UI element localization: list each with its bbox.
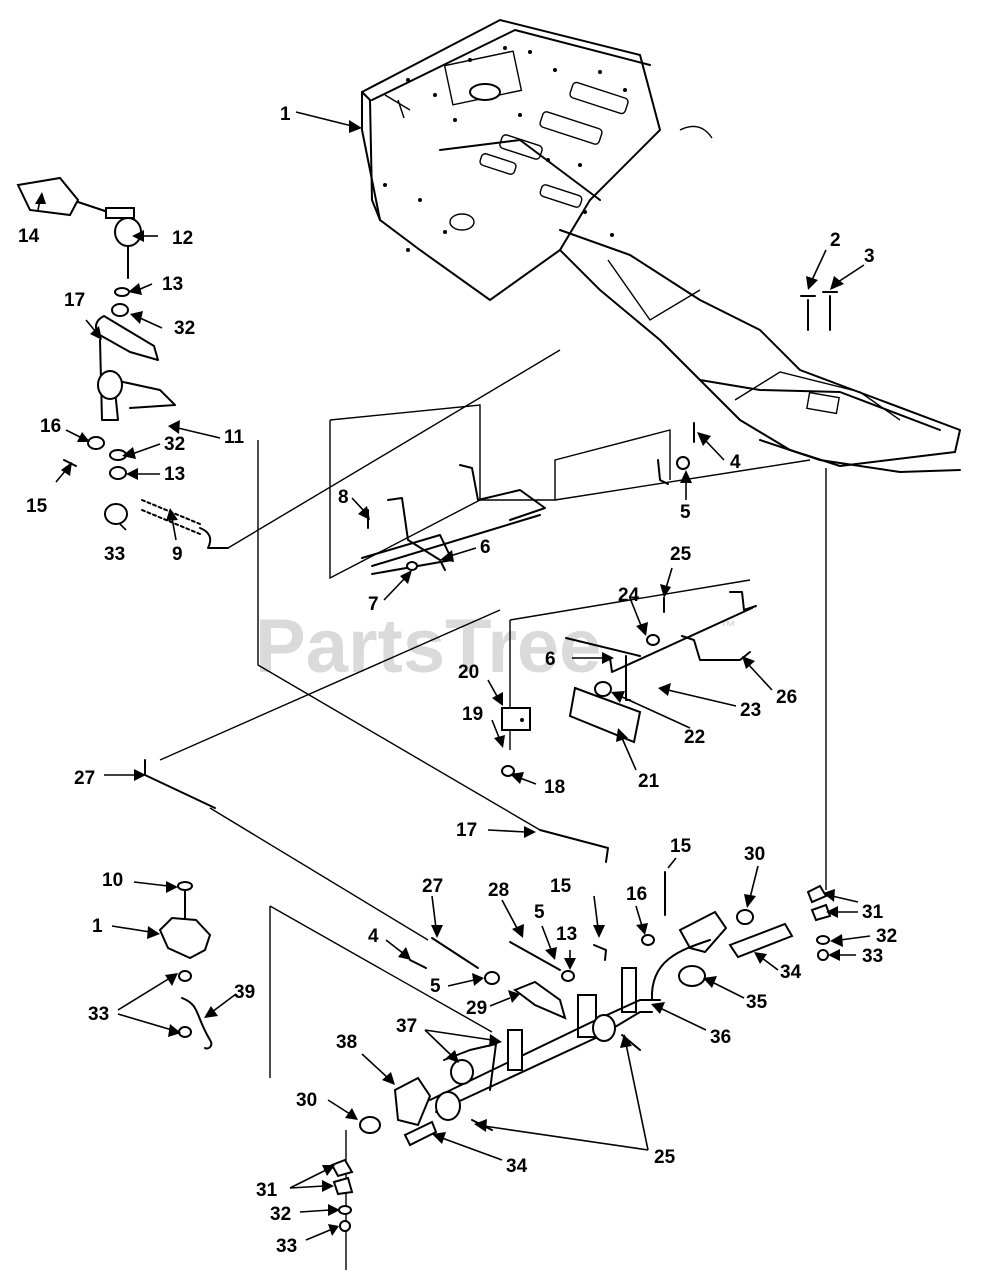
callout-26: 26: [776, 687, 797, 708]
callout-16: 16: [40, 416, 61, 437]
bolt-2-icon: [800, 295, 816, 331]
callout-23: 23: [740, 700, 761, 721]
watermark-text: PartsTree: [255, 604, 601, 689]
rod-path-line: [159, 609, 501, 761]
callout-32b: 32: [164, 434, 185, 455]
callout-10: 10: [102, 870, 123, 891]
callout-21: 21: [638, 771, 660, 792]
callout-15c: 15: [550, 876, 572, 897]
callout-33d: 33: [276, 1236, 297, 1257]
callout-15b: 15: [670, 836, 692, 857]
callout-27: 27: [74, 768, 95, 789]
right-pivot-hardware: [806, 884, 832, 961]
callout-22: 22: [684, 727, 705, 748]
callout-8: 8: [338, 487, 349, 508]
watermark: PartsTree ™: [255, 604, 736, 689]
callout-6: 6: [480, 537, 491, 558]
callout-30: 30: [744, 844, 765, 865]
callout-36: 36: [710, 1027, 731, 1048]
callout-1b: 1: [92, 916, 103, 937]
callout-4: 4: [730, 452, 741, 473]
long-rod-27: [144, 759, 216, 809]
callout-25b: 25: [654, 1147, 676, 1168]
callout-35: 35: [746, 992, 768, 1013]
callout-11: 11: [224, 427, 245, 448]
callout-13c: 13: [556, 924, 577, 945]
rod-path-line-2: [209, 807, 429, 941]
callout-19: 19: [462, 704, 483, 725]
callout-32d: 32: [270, 1204, 291, 1225]
guide-line-2: [257, 664, 541, 831]
left-pivot-hardware: [330, 1158, 354, 1232]
bolt-3-icon: [822, 291, 838, 331]
callout-32c: 32: [876, 926, 897, 947]
callout-3: 3: [864, 246, 875, 267]
leader-lines: [35, 111, 871, 1241]
callout-24: 24: [618, 585, 640, 606]
callout-17b: 17: [456, 820, 477, 841]
callout-2: 2: [830, 230, 841, 251]
callout-33: 33: [104, 544, 125, 565]
callout-12: 12: [172, 228, 193, 249]
callout-5: 5: [680, 502, 691, 523]
callout-7: 7: [368, 594, 379, 615]
callout-labels: 1 2 3 4 5 6 7 8 9 11 12 13 32 17 14 16 3…: [18, 104, 897, 1257]
callout-13b: 13: [164, 464, 185, 485]
lift-shaft-assembly: [329, 404, 811, 580]
callout-5b: 5: [534, 902, 545, 923]
callout-5c: 5: [430, 976, 441, 997]
callout-38: 38: [336, 1032, 357, 1053]
callout-30b: 30: [296, 1090, 317, 1111]
callout-6b: 6: [545, 649, 556, 670]
lower-lift-shaft: [359, 871, 794, 1147]
callout-18: 18: [544, 777, 565, 798]
callout-20: 20: [458, 662, 479, 683]
callout-28: 28: [488, 880, 509, 901]
callout-39: 39: [234, 982, 255, 1003]
callout-17: 17: [64, 290, 85, 311]
callout-33b: 33: [862, 946, 883, 967]
callout-9: 9: [172, 544, 183, 565]
callout-1: 1: [280, 104, 291, 125]
callout-33c: 33: [88, 1004, 109, 1025]
lift-lever-assembly: [16, 176, 561, 549]
callout-13: 13: [162, 274, 183, 295]
frame-assembly: [361, 18, 961, 473]
callout-25: 25: [670, 544, 692, 565]
callout-29: 29: [466, 998, 487, 1019]
callout-37: 37: [396, 1016, 417, 1037]
watermark-trademark: ™: [720, 619, 736, 636]
callout-15: 15: [26, 496, 48, 517]
callout-27b: 27: [422, 876, 443, 897]
callout-31b: 31: [256, 1180, 278, 1201]
callout-14: 14: [18, 226, 40, 247]
callout-32: 32: [174, 318, 195, 339]
callout-31: 31: [862, 902, 884, 923]
callout-16b: 16: [626, 884, 647, 905]
adjust-plate-assembly: [158, 881, 493, 1078]
callout-4b: 4: [368, 926, 379, 947]
callout-34b: 34: [506, 1156, 528, 1177]
rod-17-lower: [539, 829, 609, 863]
callout-34: 34: [780, 962, 802, 983]
